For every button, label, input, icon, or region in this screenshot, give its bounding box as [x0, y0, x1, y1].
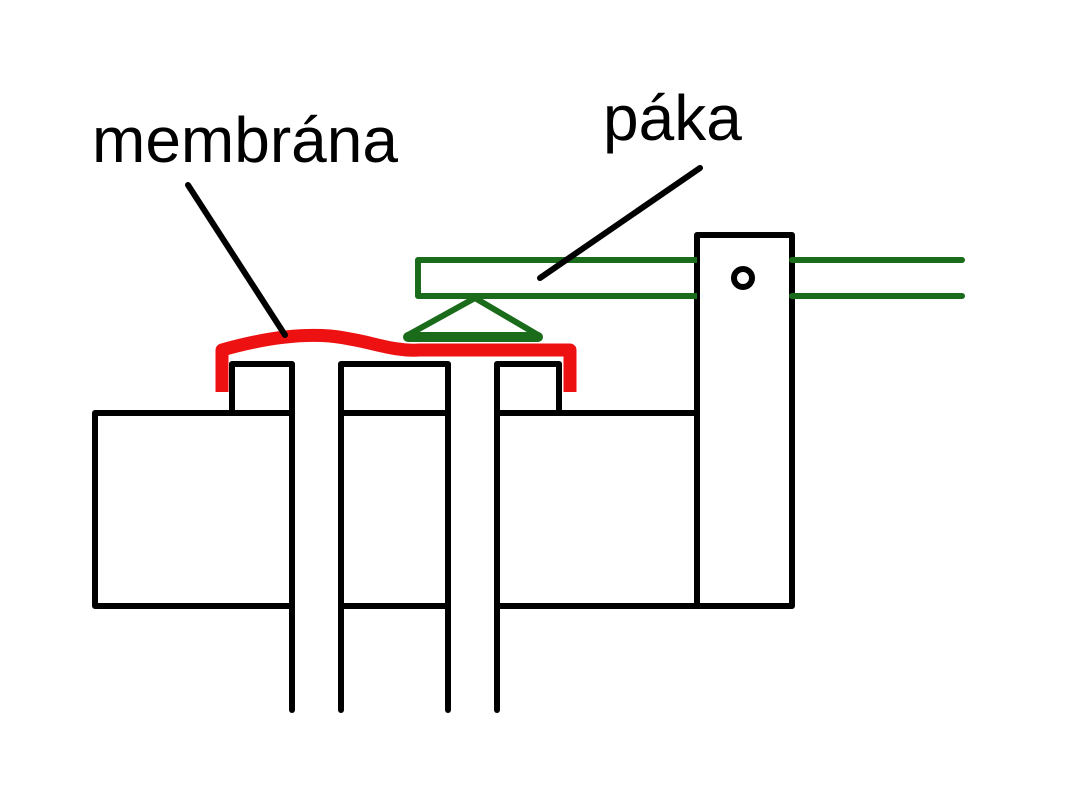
membrane [215, 328, 577, 392]
membrane-sheet [215, 328, 577, 392]
seat-right [494, 361, 562, 416]
leader-lines [185, 165, 703, 338]
lever-label: páka [603, 82, 742, 154]
body-section-middle [338, 410, 451, 609]
lever-support [694, 232, 795, 609]
body-section-right [494, 410, 700, 609]
support-post [694, 232, 795, 609]
flow-channels [289, 410, 500, 713]
seat-middle [338, 361, 451, 416]
pivot-icon [731, 266, 755, 290]
seat-left [229, 361, 295, 416]
lever-arm [415, 257, 697, 299]
body-section-left [92, 410, 295, 609]
membrane-leader [185, 182, 288, 338]
lever [403, 257, 965, 342]
membrane-label: membrána [92, 104, 398, 176]
valve-body [92, 410, 700, 609]
lever-leader [537, 165, 703, 281]
lever-pressure-foot [406, 295, 540, 338]
valve-seats [229, 361, 562, 416]
